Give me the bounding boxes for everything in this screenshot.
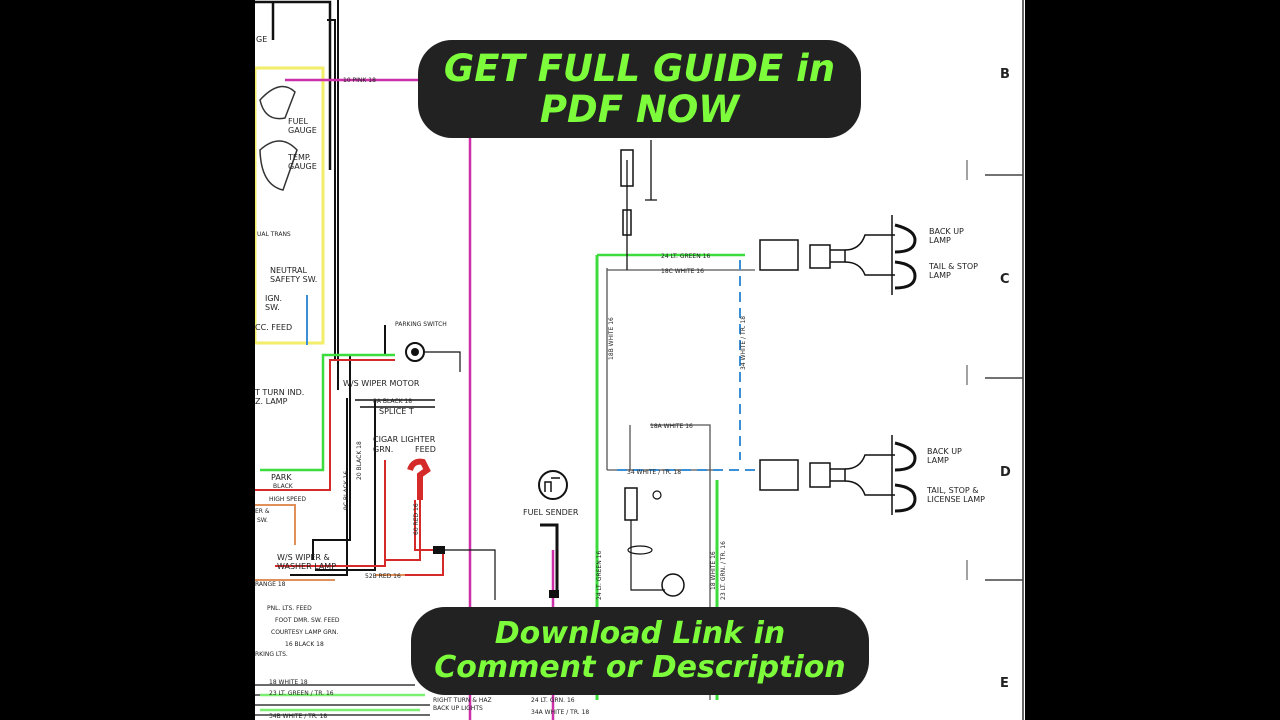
label-tail-c-2: LAMP	[929, 271, 951, 280]
label-green-24-v: 24 LT. GREEN 16	[596, 551, 603, 600]
label-park: PARK	[271, 473, 292, 482]
gauge-cluster-outline	[255, 66, 325, 345]
label-black-20-v: 20 BLACK 18	[356, 441, 363, 480]
label-courtesy: COURTESY LAMP GRN.	[271, 629, 338, 636]
grid-letter-b: B	[1000, 67, 1010, 82]
label-temp-gauge-2: GAUGE	[288, 162, 317, 171]
wire-orange	[255, 504, 296, 545]
label-white-18a: 18A WHITE 16	[650, 423, 693, 430]
label-cc-feed: CC. FEED	[255, 323, 292, 332]
label-tail-d-2: LICENSE LAMP	[927, 495, 985, 504]
label-backup-c-1: BACK UP	[929, 227, 964, 236]
get-full-guide-banner[interactable]: GET FULL GUIDE in PDF NOW	[418, 40, 861, 138]
label-neutral-2: SAFETY SW.	[270, 275, 317, 284]
label-feed: FEED	[415, 445, 436, 454]
label-red-60-v: 60 RED 16	[413, 503, 420, 535]
center-connector	[620, 149, 634, 187]
label-king: RKING LTS.	[255, 651, 288, 658]
label-cigar-1: CIGAR LIGHTER	[373, 435, 436, 444]
label-neutral-1: NEUTRAL	[270, 266, 307, 275]
center-plug	[622, 209, 632, 236]
label-high-speed: HIGH SPEED	[269, 496, 306, 503]
label-tail-d-1: TAIL, STOP &	[926, 486, 979, 495]
grid-letter-d: D	[1000, 465, 1011, 480]
grid-letter-e: E	[1000, 676, 1009, 691]
label-fuel-gauge-2: GAUGE	[288, 126, 317, 135]
label-pnl: PNL. LTS. FEED	[267, 605, 312, 612]
label-ual-trans: UAL TRANS	[257, 231, 291, 238]
backup-lamp-connector-c	[759, 215, 917, 295]
label-green-23: 23 LT. GREEN / TR. 16	[269, 690, 334, 697]
label-tail-c-1: TAIL & STOP	[928, 262, 978, 271]
label-green-24-bot: 24 LT. GRN. 16	[531, 697, 575, 704]
label-black: BLACK	[273, 483, 294, 490]
label-black-16: 16 BLACK 18	[285, 641, 324, 648]
label-backup-c-2: LAMP	[929, 236, 951, 245]
label-cigar-2: GRN.	[373, 445, 393, 454]
bottom-banner-line-2: Comment or Description	[434, 650, 846, 685]
label-sw: SW.	[257, 517, 268, 524]
label-ign-2: SW.	[265, 303, 280, 312]
label-splice-t: SPLICE T	[379, 407, 414, 416]
label-white-34: 34 WHITE / TR. 18	[627, 469, 681, 476]
wiper-motor-icon	[405, 342, 461, 372]
label-black-9c-v: 9C BLACK 16	[343, 471, 350, 510]
grid-letter-c: C	[1000, 272, 1010, 287]
label-washer-2: WASHER LAMP	[277, 562, 336, 571]
label-red-52b: 52B RED 16	[365, 573, 401, 580]
splice-t-wires	[355, 399, 435, 408]
label-white-34a: 34A WHITE / TR. 18	[531, 709, 589, 716]
label-green-23-v: 23 LT. GRN. / TR. 16	[720, 541, 727, 600]
label-green-24-top: 24 LT. GREEN 16	[661, 253, 710, 260]
label-black-8a: 8A BLACK 18	[373, 398, 412, 405]
label-white-18c: 18C WHITE 16	[661, 268, 704, 275]
download-link-banner[interactable]: Download Link in Comment or Description	[411, 607, 869, 695]
label-ign-1: IGN.	[265, 294, 282, 303]
label-pink-wire: 10 PINK 18	[343, 77, 376, 84]
wire-orange-low	[255, 574, 410, 581]
ground-wire	[645, 140, 657, 201]
frame-wire-top	[255, 0, 332, 170]
top-banner-line-2: PDF NOW	[539, 88, 740, 131]
label-turn-1: T TURN IND.	[255, 388, 304, 397]
label-fuel-sender: FUEL SENDER	[523, 508, 579, 517]
wires-bottom-left-green	[260, 693, 425, 712]
bottom-banner-line-1: Download Link in	[494, 616, 786, 651]
label-parking-switch: PARKING SWITCH	[395, 321, 447, 328]
label-turn-2: Z. LAMP	[255, 397, 288, 406]
wiring-diagram: B C D E GE 10 PINK 18 FUEL GAUGE TEMP. G…	[255, 0, 1024, 720]
label-foot: FOOT DMR. SW. FEED	[275, 617, 340, 624]
frame-wire-left	[327, 0, 339, 390]
wire-red-wiper	[255, 359, 395, 491]
wire-white-c-run	[606, 268, 755, 471]
cigar-lighter-icon	[407, 458, 496, 600]
wire-green-wiper	[260, 353, 395, 472]
wire-black-20	[315, 400, 376, 571]
label-temp-gauge-1: TEMP.	[287, 153, 311, 162]
label-fuel-gauge-1: FUEL	[288, 117, 309, 126]
label-white-18: 18 WHITE 18	[269, 679, 308, 686]
top-banner-line-1: GET FULL GUIDE in	[443, 47, 836, 90]
label-white-34-v: 34 WHITE / TR. 18	[740, 316, 747, 370]
label-back-up: BACK UP LIGHTS	[433, 705, 483, 712]
gauge-sender-icon	[624, 487, 685, 597]
label-wiper-motor: W/S WIPER MOTOR	[343, 379, 420, 388]
fuel-gauge-icon	[259, 85, 298, 191]
label-white-18-v: 18 WHITE 16	[710, 551, 717, 590]
label-er: ER &	[255, 508, 270, 515]
grid-separators	[985, 174, 1023, 581]
label-range: RANGE 18	[255, 581, 286, 588]
label-ge: GE	[256, 35, 267, 44]
label-right-turn: RIGHT TURN & HAZ	[433, 697, 492, 704]
backup-lamp-connector-d	[759, 435, 917, 515]
label-backup-d-1: BACK UP	[927, 447, 962, 456]
label-backup-d-2: LAMP	[927, 456, 949, 465]
label-washer-1: W/S WIPER &	[277, 553, 330, 562]
wire-black-main	[290, 398, 351, 576]
label-white-18b-v: 18B WHITE 16	[608, 317, 615, 360]
label-white-34b: 34B WHITE / TR. 18	[269, 713, 327, 720]
